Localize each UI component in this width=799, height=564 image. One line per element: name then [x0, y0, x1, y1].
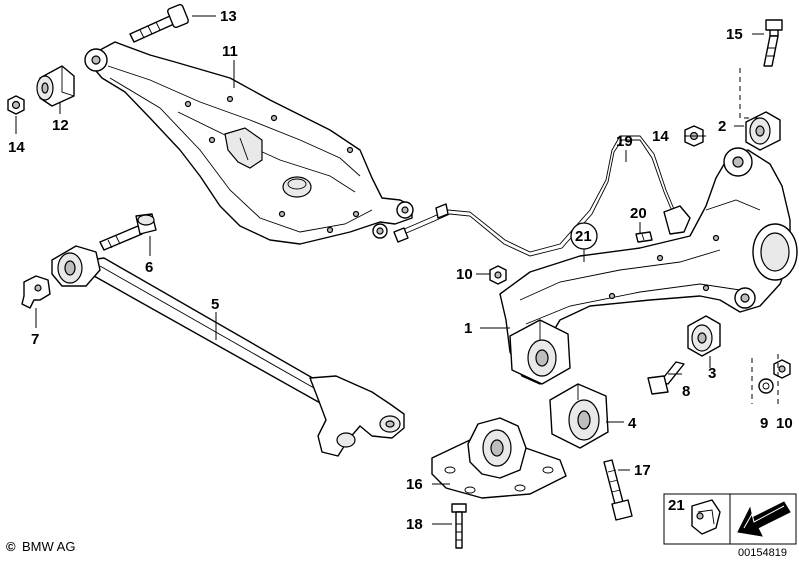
mount-16 — [431, 417, 567, 499]
clip-21-icon — [691, 499, 721, 535]
callout-21-circle: 21 — [570, 222, 598, 262]
bushing-2 — [745, 111, 781, 151]
bolt-8 — [647, 361, 685, 395]
bushing-1 — [509, 319, 571, 385]
brand-label: BMW AG — [22, 539, 75, 554]
label-21-inset: 21 — [668, 497, 685, 514]
label-7: 7 — [31, 331, 39, 348]
label-18: 18 — [406, 516, 423, 533]
footer: © BMW AG 00154819 — [6, 539, 787, 559]
copyright-symbol: © — [6, 539, 16, 554]
part-labels: 13 11 12 14 6 7 5 19 20 10 1 4 16 17 18 … — [8, 8, 793, 533]
bolt-18 — [451, 503, 467, 549]
label-21-circle: 21 — [575, 228, 592, 245]
label-14-left: 14 — [8, 139, 25, 156]
label-9: 9 — [760, 415, 768, 432]
bushing-4 — [549, 383, 609, 449]
track-rod — [51, 245, 405, 457]
label-8: 8 — [682, 383, 690, 400]
bolt-15 — [763, 19, 783, 67]
nut-10-lower — [773, 359, 791, 379]
screw-20 — [635, 231, 653, 243]
bushing-12 — [36, 65, 75, 107]
label-19: 19 — [616, 133, 633, 150]
inset-box: 21 — [663, 493, 797, 545]
label-11: 11 — [222, 43, 238, 60]
label-14-right: 14 — [652, 128, 669, 145]
label-10-lower: 10 — [776, 415, 793, 432]
washer-9 — [758, 378, 774, 394]
label-3: 3 — [708, 365, 716, 382]
bushing-3 — [687, 315, 721, 357]
bolt-13 — [129, 3, 189, 43]
wheel-speed-sensor-cable — [393, 135, 691, 257]
label-16: 16 — [406, 476, 423, 493]
label-5: 5 — [211, 296, 219, 313]
leader-lines — [15, 15, 764, 525]
nut-10-upper — [489, 265, 507, 285]
label-15: 15 — [726, 26, 743, 43]
bolt-6 — [99, 213, 157, 251]
bolt-17 — [603, 459, 633, 521]
clip-7 — [21, 275, 51, 309]
label-17: 17 — [634, 462, 651, 479]
label-20: 20 — [630, 205, 647, 222]
label-13: 13 — [220, 8, 237, 25]
wheel-carrier — [499, 147, 798, 385]
upper-control-arm — [84, 41, 414, 245]
label-2: 2 — [718, 118, 726, 135]
label-10-upper: 10 — [456, 266, 473, 283]
label-6: 6 — [145, 259, 153, 276]
nut-14-left — [7, 95, 25, 115]
direction-arrow-icon — [737, 501, 791, 537]
diagram-number: 00154819 — [738, 547, 787, 559]
label-12: 12 — [52, 117, 69, 134]
label-1: 1 — [464, 320, 472, 337]
label-4: 4 — [628, 415, 637, 432]
